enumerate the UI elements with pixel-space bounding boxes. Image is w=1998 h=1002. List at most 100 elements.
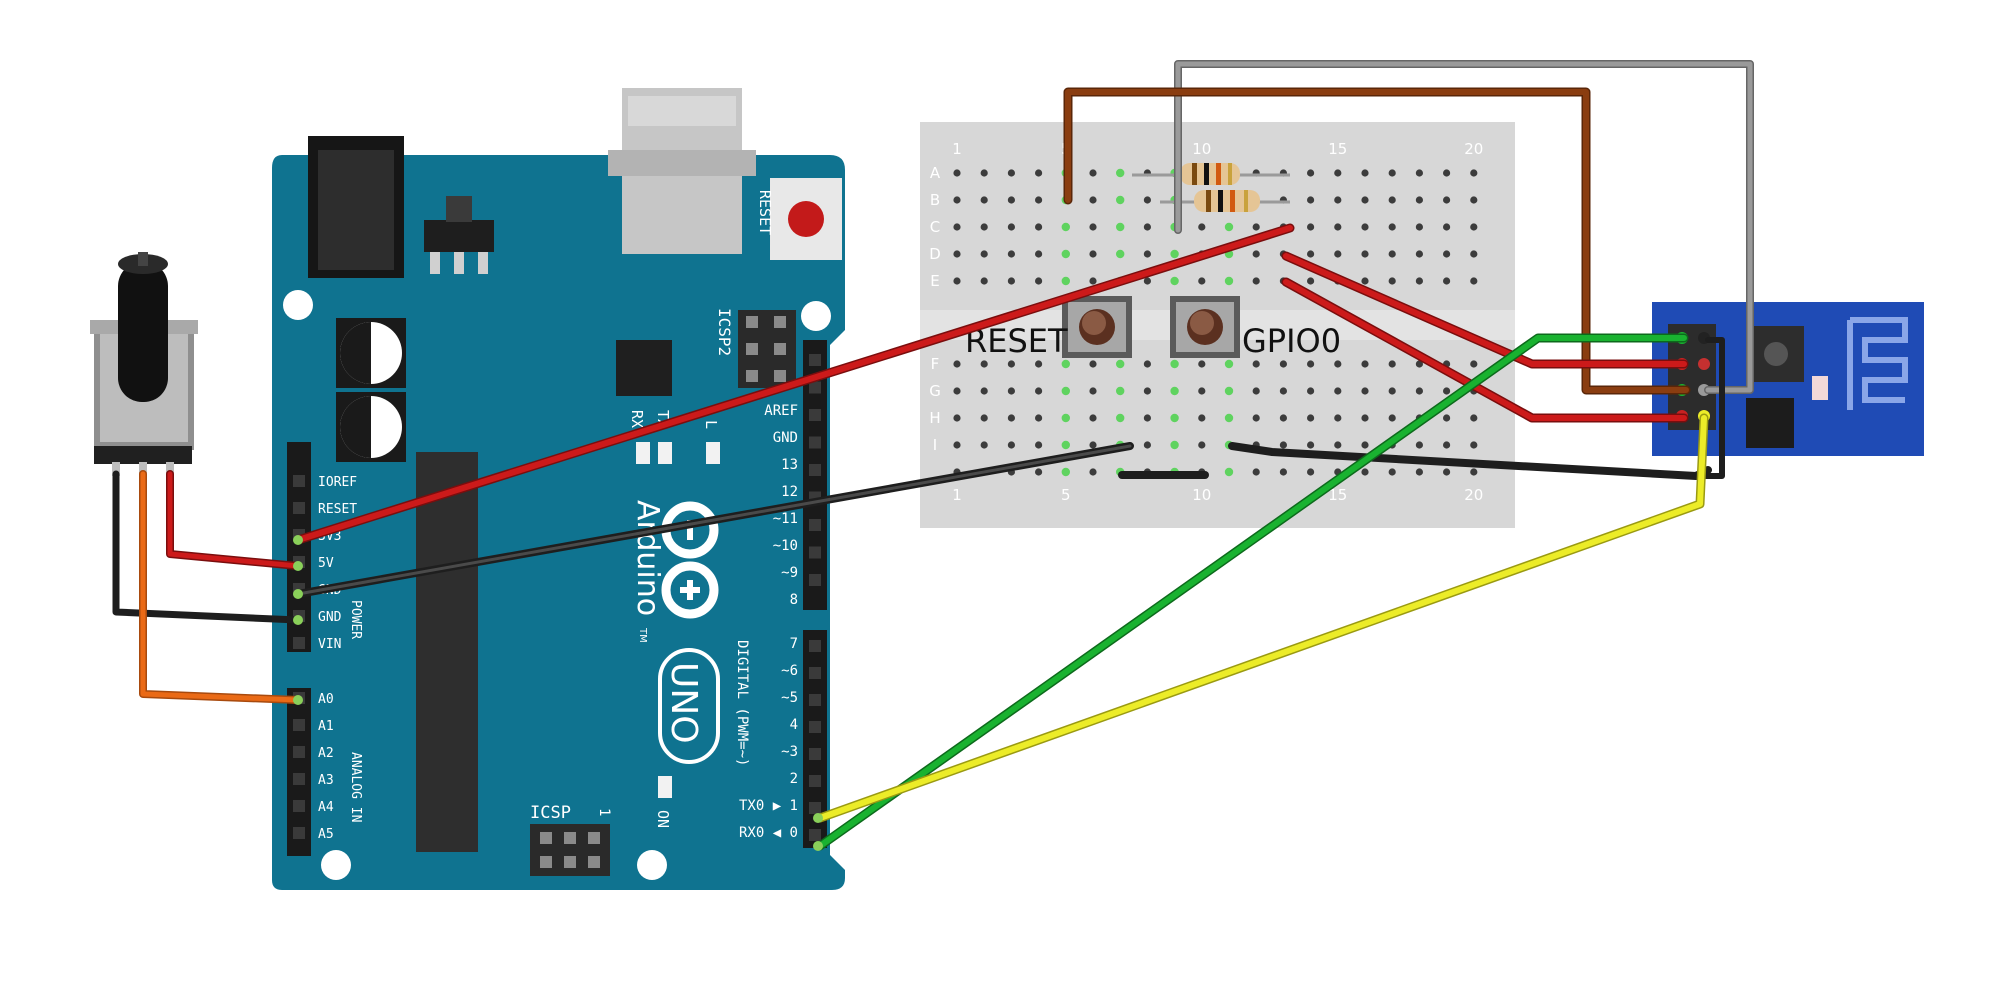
breadboard-hole	[1116, 413, 1125, 423]
breadboard-hole	[1143, 196, 1151, 204]
led-l-label: L	[702, 420, 720, 429]
breadboard-hole	[953, 196, 961, 204]
breadboard-hole	[1143, 223, 1151, 231]
breadboard-hole	[1089, 414, 1097, 422]
breadboard-hole	[1361, 441, 1369, 449]
potentiometer-pin	[139, 462, 147, 476]
breadboard-hole	[1061, 386, 1071, 396]
icsp-label: ICSP	[530, 803, 571, 823]
breadboard-hole	[1307, 441, 1315, 449]
digital-top-pin-labels: AREF GND 13 12 ~11 ~10 ~9 8	[764, 403, 798, 608]
row-label-c: C	[930, 218, 940, 236]
pin-label-11: ~11	[773, 511, 798, 527]
arduino-board-body	[272, 155, 845, 890]
breadboard-hole	[980, 250, 988, 258]
breadboard-hole	[1061, 359, 1071, 369]
pin-label-a0: A0	[318, 692, 334, 707]
breadboard-hole	[1334, 387, 1342, 395]
breadboard-hole	[1170, 386, 1179, 396]
pin-label-tx0: TX0 ▶ 1	[739, 798, 798, 814]
breadboard-hole	[980, 441, 988, 449]
breadboard-hole	[1415, 277, 1423, 285]
pin-label-12: 12	[781, 484, 798, 500]
header-socket	[809, 667, 821, 679]
breadboard-hole	[1443, 414, 1451, 422]
breadboard-hole	[953, 360, 961, 368]
on-label: ON	[654, 810, 672, 828]
header-socket	[293, 800, 305, 812]
breadboard-hole	[1089, 468, 1097, 476]
breadboard-hole	[1334, 250, 1342, 258]
breadboard-hole	[1089, 250, 1097, 258]
column-label-bottom-20: 20	[1464, 486, 1483, 504]
breadboard-hole	[1361, 250, 1369, 258]
reset-pushbutton	[1062, 296, 1132, 358]
pin-label-gnd-3: GND	[773, 430, 798, 446]
breadboard-hole	[1307, 223, 1315, 231]
breadboard-hole	[1116, 249, 1125, 259]
breadboard-hole	[1116, 386, 1125, 396]
pin-label-gnd-2: GND	[318, 610, 342, 625]
breadboard-hole	[953, 250, 961, 258]
breadboard-hole	[1279, 468, 1287, 476]
pin-label-5v: 5V	[318, 556, 334, 571]
breadboard-hole	[1470, 468, 1478, 476]
breadboard-hole	[1224, 359, 1234, 369]
breadboard-hole	[1470, 441, 1478, 449]
breadboard-hole	[1388, 223, 1396, 231]
breadboard-hole	[1007, 250, 1016, 258]
breadboard-hole	[1170, 249, 1179, 259]
icsp-header	[530, 824, 610, 876]
breadboard-hole	[953, 223, 961, 231]
breadboard-hole	[1061, 249, 1071, 259]
voltage-regulator	[424, 220, 494, 252]
header-socket	[809, 436, 821, 449]
resistor-1	[1132, 163, 1290, 185]
icsp2-header	[738, 310, 796, 388]
header-socket	[293, 502, 305, 514]
breadboard-hole	[1143, 250, 1151, 258]
pin-label-rx0: RX0 ◀ 0	[739, 825, 798, 841]
breadboard-hole	[1415, 196, 1423, 204]
breadboard-hole	[1388, 196, 1396, 204]
row-label-d: D	[929, 245, 941, 263]
digital-section-label: DIGITAL (PWM=~)	[734, 640, 750, 766]
pin-label-a2: A2	[318, 746, 334, 761]
breadboard-hole	[1089, 169, 1097, 177]
breadboard-hole	[1143, 360, 1151, 368]
pin-label-ioref: IOREF	[318, 475, 357, 490]
breadboard-hole	[1116, 168, 1125, 178]
breadboard-hole	[1334, 223, 1342, 231]
breadboard-hole	[1089, 360, 1097, 368]
breadboard-hole	[1035, 250, 1043, 258]
breadboard-hole	[1443, 250, 1451, 258]
pin-label-reset: RESET	[318, 502, 357, 517]
power-section-label: POWER	[348, 600, 363, 639]
wire-endpoints	[293, 535, 823, 851]
header-socket	[809, 802, 821, 814]
breadboard-hole	[1443, 387, 1451, 395]
breadboard-hole	[1470, 414, 1478, 422]
breadboard-hole	[1007, 441, 1016, 449]
breadboard-hole	[1252, 223, 1260, 231]
breadboard-hole	[1415, 223, 1423, 231]
breadboard-hole	[1198, 414, 1206, 422]
breadboard-hole	[1007, 414, 1016, 422]
breadboard-hole	[1470, 196, 1478, 204]
breadboard-hole	[1307, 169, 1315, 177]
breadboard-hole	[1035, 169, 1043, 177]
breadboard-hole	[953, 387, 961, 395]
breadboard-hole	[1089, 441, 1097, 449]
column-label-top-20: 20	[1464, 140, 1483, 158]
breadboard-hole	[1170, 276, 1179, 286]
column-label-bottom-5: 5	[1061, 486, 1071, 504]
breadboard-hole	[1279, 387, 1287, 395]
header-socket	[809, 381, 821, 394]
breadboard-hole	[953, 441, 961, 449]
breadboard-hole	[1334, 196, 1342, 204]
arduino-brand-text: Arduino	[630, 500, 665, 616]
breadboard-hole	[1334, 414, 1342, 422]
breadboard-hole	[980, 387, 988, 395]
usb-chip	[616, 340, 672, 396]
breadboard-hole	[1388, 414, 1396, 422]
